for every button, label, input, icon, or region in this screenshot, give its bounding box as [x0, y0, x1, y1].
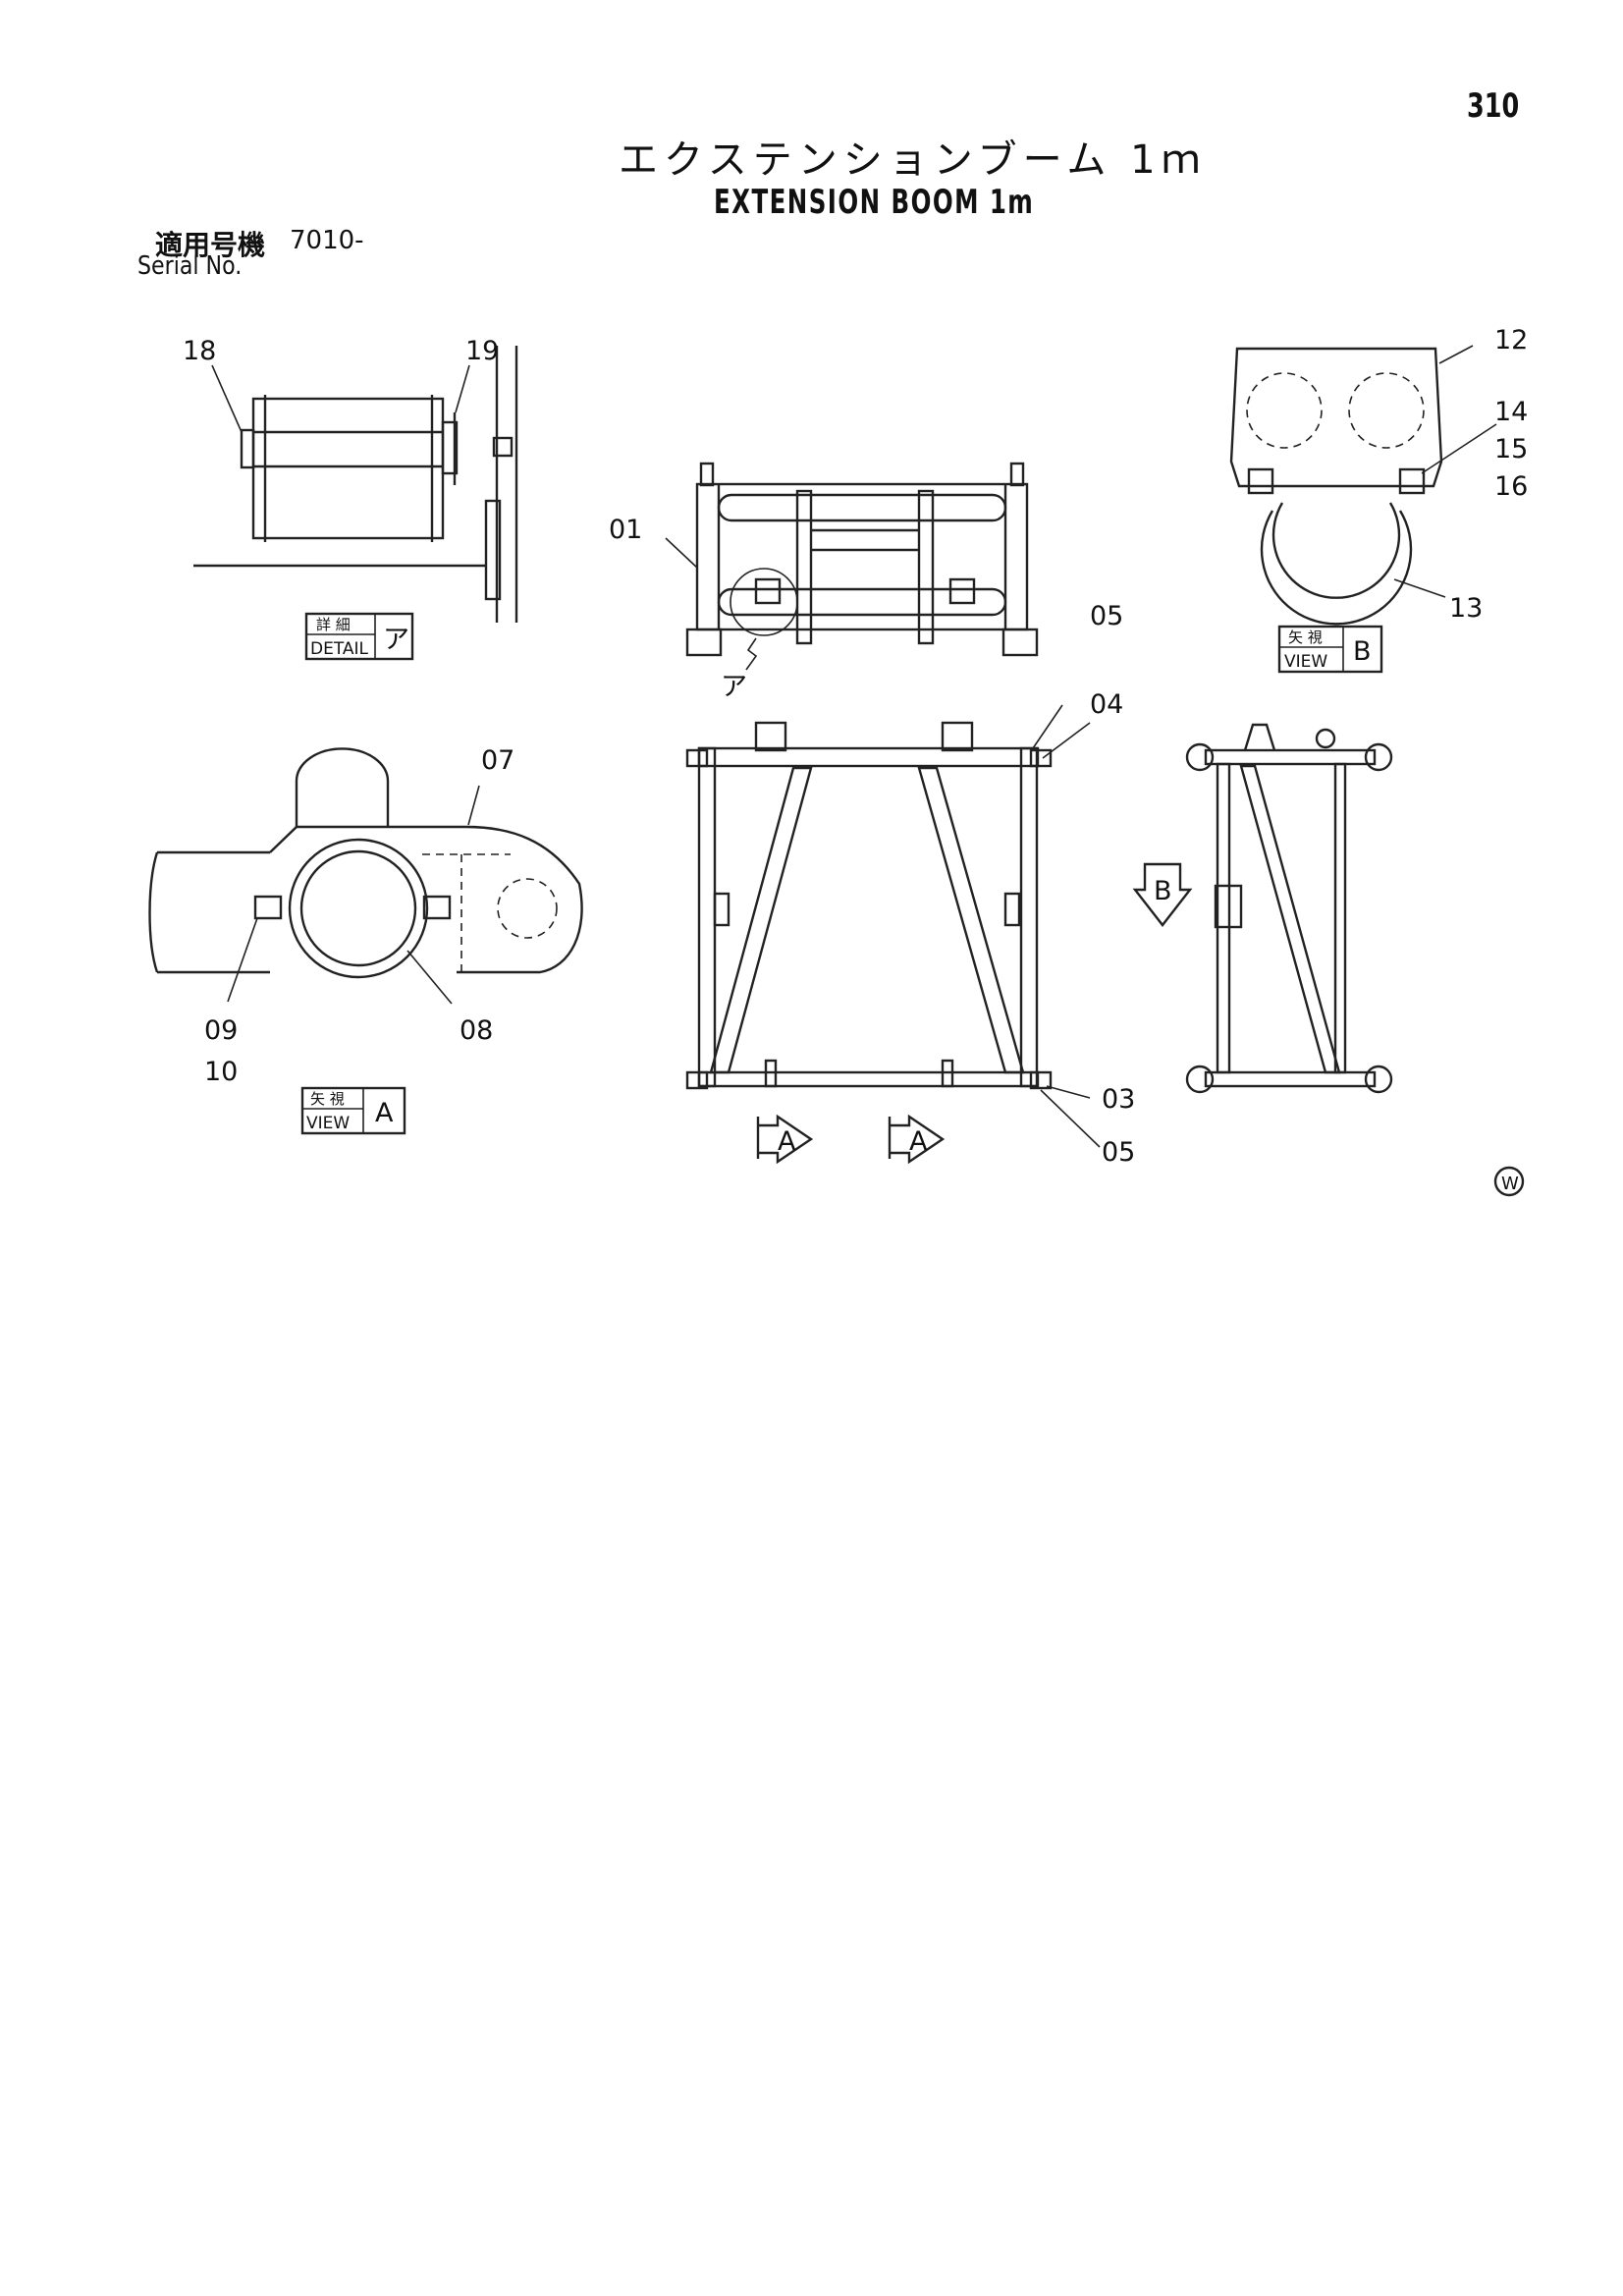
boom-front-view [685, 704, 1101, 1148]
title-japanese: エクステンションブーム 1ｍ [619, 137, 1207, 183]
boom-side-view [1185, 723, 1393, 1094]
callout-04: 04 [1090, 689, 1123, 720]
callout-08: 08 [460, 1015, 493, 1046]
callout-13: 13 [1449, 593, 1483, 624]
title-english: EXTENSION BOOM 1m [714, 183, 1035, 222]
arrow-a-mark-right: A [909, 1126, 928, 1157]
serial-label-japanese: 適用号機 [155, 229, 266, 261]
serial-label-english: Serial No. [137, 251, 243, 281]
view-a-box-japanese: 矢 視 [310, 1090, 345, 1108]
view-a-arrow-left: A [756, 1114, 814, 1165]
callout-16: 16 [1494, 471, 1528, 502]
view-a-box-mark: A [375, 1098, 394, 1128]
detail-a-drawing [193, 346, 518, 623]
callout-09: 09 [204, 1015, 238, 1046]
view-b-box: 矢 視 VIEW B [1277, 625, 1383, 674]
arrow-b-mark: B [1154, 876, 1172, 906]
detail-pointer-mark: ア [721, 672, 747, 702]
callout-15: 15 [1494, 434, 1528, 465]
corner-logo: W [1493, 1166, 1525, 1197]
view-a-arrow-right: A [888, 1114, 946, 1165]
detail-box-japanese: 詳 細 [316, 616, 351, 633]
callout-05-bottom: 05 [1102, 1137, 1135, 1168]
view-b-arrow: B [1132, 862, 1193, 927]
serial-value: 7010- [290, 226, 364, 255]
view-b-box-mark: B [1353, 636, 1372, 667]
view-b-drawing [1229, 345, 1497, 626]
detail-a-box: 詳 細 DETAIL ア [304, 612, 414, 661]
view-a-box-english: VIEW [306, 1114, 350, 1133]
arrow-a-mark-left: A [778, 1126, 796, 1157]
boom-top-view [665, 462, 1039, 671]
callout-07: 07 [481, 745, 514, 776]
corner-logo-mark: W [1501, 1174, 1519, 1194]
callout-10: 10 [204, 1057, 238, 1087]
detail-box-english: DETAIL [310, 639, 369, 659]
callout-12: 12 [1494, 325, 1528, 355]
view-a-box: 矢 視 VIEW A [300, 1086, 406, 1135]
callout-05-top: 05 [1090, 601, 1123, 631]
callout-03: 03 [1102, 1084, 1135, 1115]
callout-19: 19 [465, 336, 499, 366]
view-b-box-japanese: 矢 視 [1288, 629, 1323, 646]
detail-box-mark: ア [383, 625, 409, 655]
callout-18: 18 [183, 336, 216, 366]
page-number: 310 [1467, 86, 1520, 126]
callout-14: 14 [1494, 397, 1528, 427]
view-b-box-english: VIEW [1284, 652, 1327, 672]
view-a-drawing [148, 747, 583, 1005]
callout-01: 01 [609, 515, 642, 545]
